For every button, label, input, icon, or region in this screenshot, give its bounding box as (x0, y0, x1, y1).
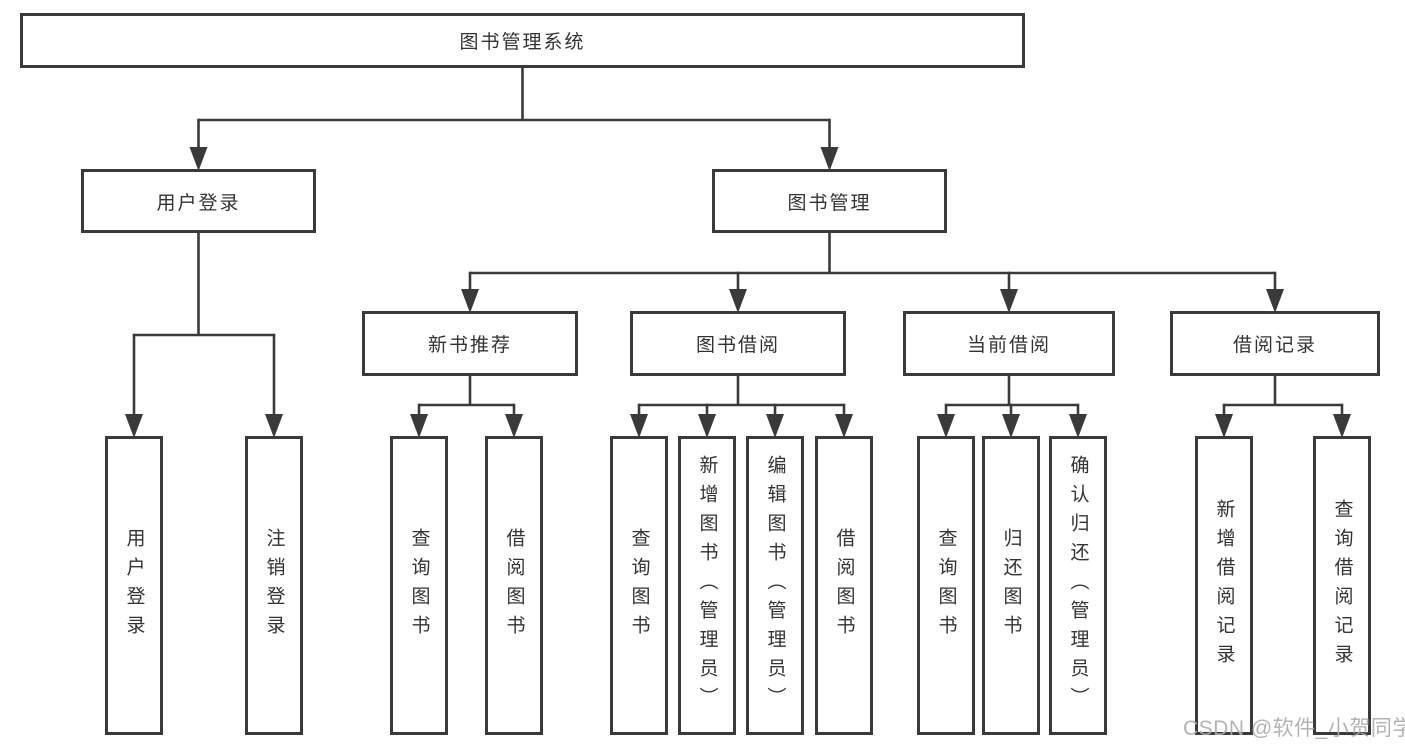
arrowhead-icon (698, 414, 716, 438)
node-root: 图书管理系统 (20, 13, 1025, 68)
node-book-mgmt-module: 图书管理 (712, 169, 947, 233)
node-label-current-borrow: 当前借阅 (966, 335, 1051, 356)
arrowhead-icon (630, 414, 648, 438)
arrowhead-icon (820, 147, 839, 171)
node-leaf-user-login: 用户登录 (105, 436, 163, 735)
node-bb-edit-books: 编辑图书（管理员） (746, 436, 804, 735)
node-cb-return-books: 归还图书 (982, 436, 1040, 735)
node-label-user-login-module: 用户登录 (156, 192, 241, 214)
node-bb-borrow-books: 借阅图书 (815, 436, 873, 735)
arrowhead-icon (729, 289, 747, 313)
node-cb-query-books: 查询图书 (917, 436, 975, 735)
node-label-br-add-record: 新增借阅记录 (1213, 498, 1235, 673)
node-current-borrow: 当前借阅 (903, 311, 1115, 376)
node-book-borrow: 图书借阅 (630, 311, 846, 376)
node-label-bb-query-books: 查询图书 (628, 527, 650, 644)
arrowhead-icon (835, 414, 853, 438)
node-rec-query-books: 查询图书 (390, 436, 448, 735)
arrowhead-icon (125, 414, 143, 438)
arrowhead-icon (461, 289, 479, 313)
node-label-rec-borrow-books: 借阅图书 (503, 527, 525, 644)
node-bb-add-books: 新增图书（管理员） (678, 436, 736, 735)
node-br-add-record: 新增借阅记录 (1195, 436, 1253, 735)
node-label-new-book-rec: 新书推荐 (427, 335, 512, 356)
node-label-root: 图书管理系统 (459, 32, 586, 53)
node-label-cb-return-books: 归还图书 (1000, 527, 1022, 644)
node-label-book-mgmt-module: 图书管理 (787, 192, 872, 214)
arrowhead-icon (766, 414, 784, 438)
node-user-login-module: 用户登录 (81, 169, 316, 233)
arrowhead-icon (937, 414, 955, 438)
node-label-cb-confirm-return: 确认归还（管理员） (1067, 455, 1089, 716)
node-label-cb-query-books: 查询图书 (935, 527, 957, 644)
arrowhead-icon (1002, 414, 1020, 438)
arrowhead-icon (505, 414, 523, 438)
arrowhead-icon (265, 414, 283, 438)
node-label-bb-add-books: 新增图书（管理员） (696, 455, 718, 716)
node-br-query-record: 查询借阅记录 (1313, 436, 1371, 735)
node-cb-confirm-return: 确认归还（管理员） (1049, 436, 1107, 735)
arrowhead-icon (1266, 289, 1284, 313)
node-label-bb-edit-books: 编辑图书（管理员） (764, 455, 786, 716)
node-bb-query-books: 查询图书 (610, 436, 668, 735)
node-label-leaf-logout: 注销登录 (263, 527, 285, 644)
node-label-bb-borrow-books: 借阅图书 (833, 527, 855, 644)
node-borrow-records: 借阅记录 (1170, 311, 1380, 376)
node-label-br-query-record: 查询借阅记录 (1331, 498, 1353, 673)
node-leaf-logout: 注销登录 (245, 436, 303, 735)
arrowhead-icon (189, 147, 208, 171)
node-rec-borrow-books: 借阅图书 (485, 436, 543, 735)
arrowhead-icon (410, 414, 428, 438)
arrowhead-icon (1215, 414, 1233, 438)
arrowhead-icon (1333, 414, 1351, 438)
watermark: CSDN @软件_小贺同学 (1183, 717, 1405, 740)
node-label-leaf-user-login: 用户登录 (123, 527, 145, 644)
node-label-borrow-records: 借阅记录 (1232, 335, 1317, 356)
node-new-book-rec: 新书推荐 (362, 311, 578, 376)
arrowhead-icon (1069, 414, 1087, 438)
node-label-rec-query-books: 查询图书 (408, 527, 430, 644)
arrowhead-icon (1000, 289, 1018, 313)
node-label-book-borrow: 图书借阅 (695, 335, 780, 356)
